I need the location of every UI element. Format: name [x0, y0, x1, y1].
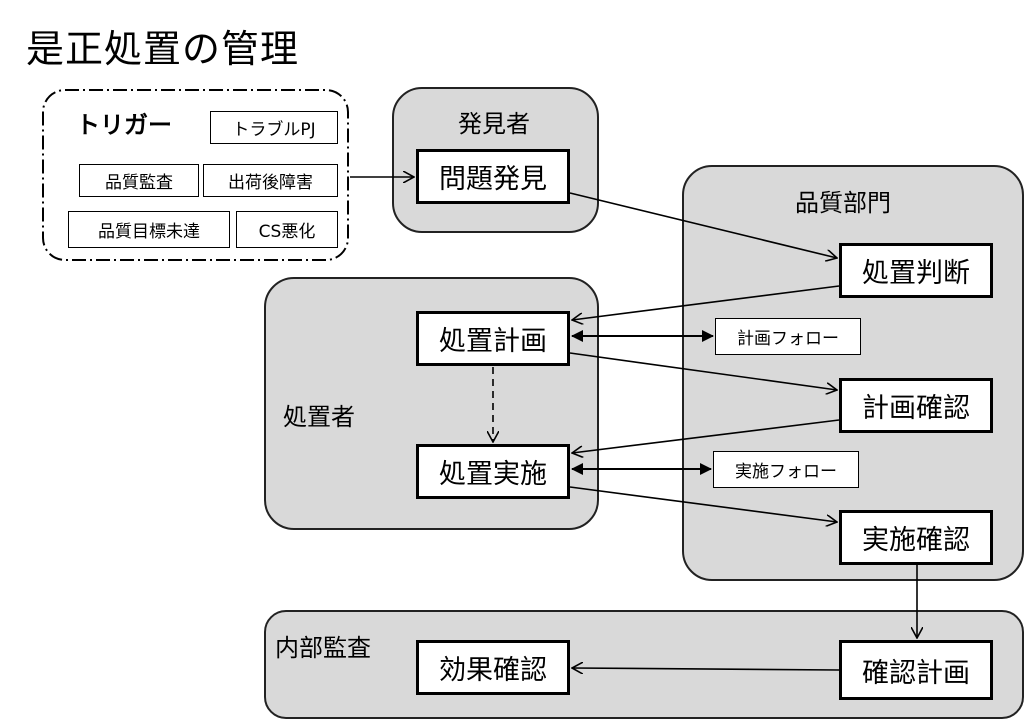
node-review-plan: 確認計画: [839, 640, 993, 700]
node-action-execution: 処置実施: [416, 444, 570, 499]
trigger-item: 品質目標未達: [68, 211, 230, 248]
trigger-item: CS悪化: [236, 211, 338, 248]
page-title: 是正処置の管理: [26, 27, 300, 71]
edge-discovery-to-decision: [569, 192, 837, 258]
group-handler-label: 処置者: [283, 403, 355, 431]
edge-audit-plan-to-effect: [572, 668, 840, 670]
edge-review-to-execution: [572, 419, 840, 453]
node-plan-follow: 計画フォロー: [715, 318, 861, 355]
node-action-decision: 処置判断: [839, 243, 993, 298]
trigger-item: 品質監査: [79, 164, 199, 197]
node-plan-review: 計画確認: [839, 378, 993, 433]
group-quality-dept-label: 品質部門: [795, 189, 891, 217]
node-problem-discovery: 問題発見: [416, 149, 570, 204]
node-effect-review: 効果確認: [416, 640, 570, 695]
group-discoverer-label: 発見者: [458, 110, 530, 138]
trigger-item: 出荷後障害: [203, 164, 338, 197]
trigger-label: トリガー: [76, 111, 172, 139]
node-execution-follow: 実施フォロー: [713, 451, 859, 488]
edge-execution-to-review: [569, 486, 837, 522]
node-execution-review: 実施確認: [839, 510, 993, 565]
group-internal-audit-label: 内部監査: [275, 634, 371, 662]
edge-plan-to-review: [569, 352, 837, 390]
trigger-box-border: [42, 89, 349, 261]
trigger-item: トラブルPJ: [210, 111, 338, 144]
edge-decision-to-plan: [572, 285, 840, 320]
node-action-plan: 処置計画: [416, 311, 570, 366]
